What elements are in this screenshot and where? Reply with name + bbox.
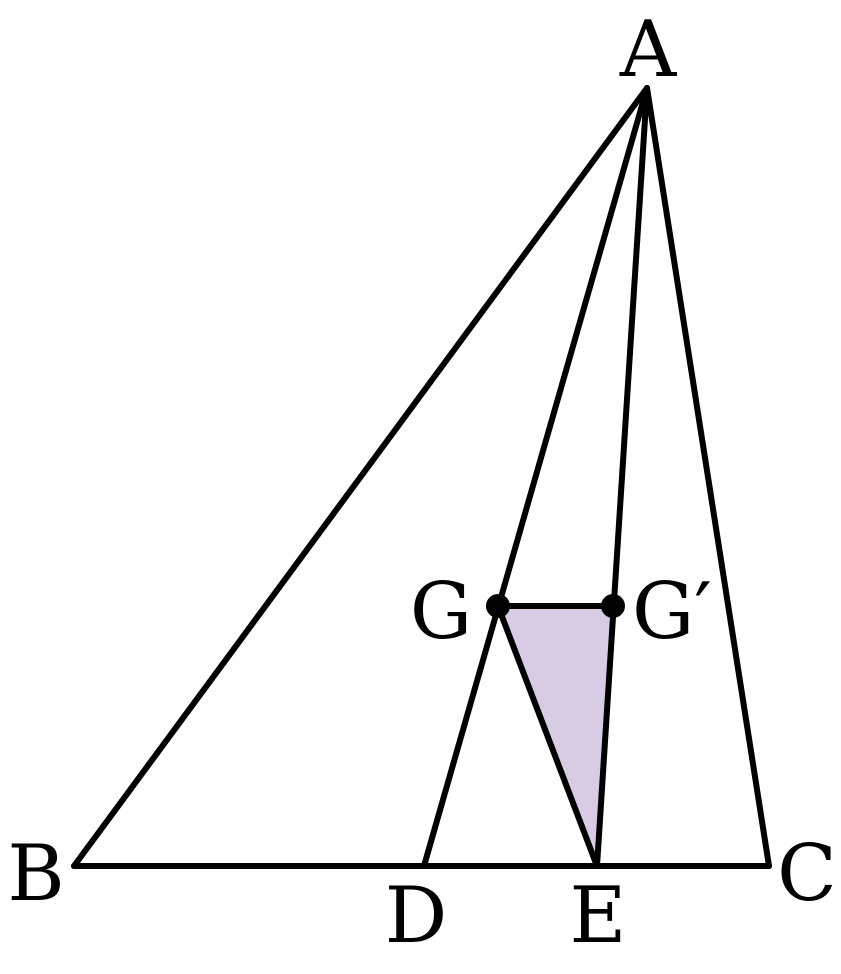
- label-a: A: [619, 5, 678, 95]
- label-g-prime: G′: [632, 567, 712, 657]
- label-g: G: [410, 567, 472, 657]
- label-b: B: [7, 829, 64, 919]
- segment-ad: [421, 85, 650, 869]
- segment-ab: [71, 85, 650, 869]
- segment-ae: [594, 85, 650, 869]
- label-e: E: [570, 871, 627, 961]
- segment-ac: [644, 85, 772, 869]
- label-c: C: [777, 829, 837, 919]
- point-g-prime: [601, 594, 625, 618]
- point-g: [486, 594, 510, 618]
- label-d: D: [385, 871, 448, 961]
- segment-ge: [495, 603, 600, 869]
- shaded-triangle-g-gprime-e: [498, 606, 613, 866]
